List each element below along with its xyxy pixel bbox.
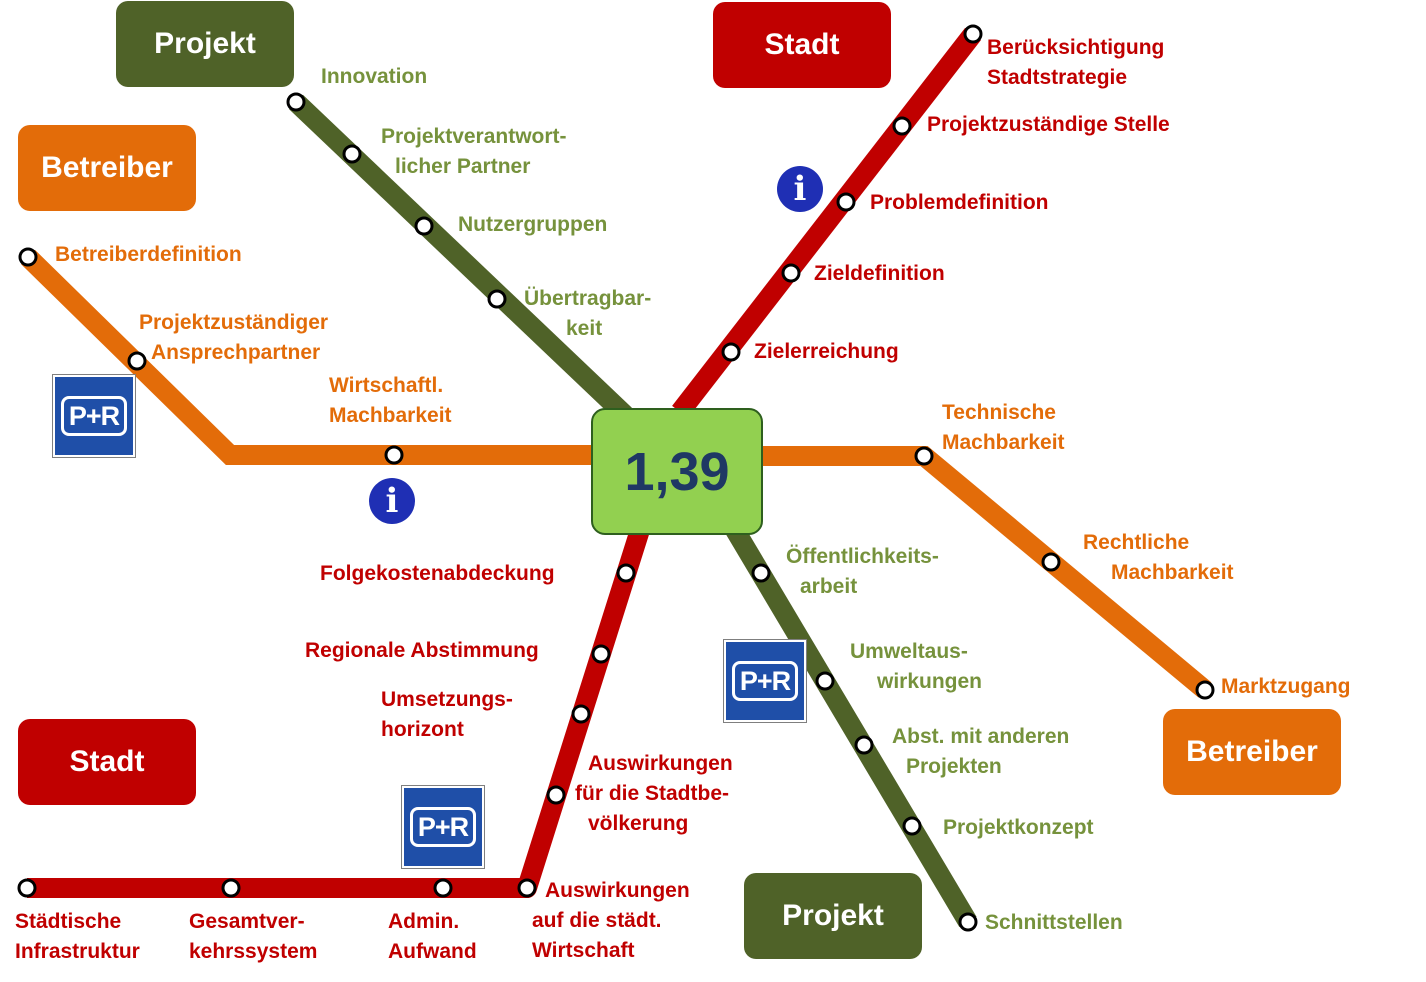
station-dot (963, 24, 983, 44)
station-label-wirtschaftl-machbarkeit: Wirtschaftl.Machbarkeit (329, 374, 452, 427)
station-label-projektkonzept: Projektkonzept (943, 816, 1094, 839)
station-dot (836, 192, 856, 212)
station-label-zielerreichung: Zielerreichung (754, 340, 899, 363)
station-label-betreiberdefinition: Betreiberdefinition (55, 243, 242, 266)
park-and-ride-icon: P+R (401, 785, 485, 869)
park-and-ride-icon: P+R (52, 374, 136, 458)
station-dot (721, 342, 741, 362)
station-dot (221, 878, 241, 898)
terminal-betreiber-right: Betreiber (1163, 709, 1341, 795)
station-label-admin-aufwand: Admin.Aufwand (388, 910, 477, 963)
terminal-stadt-top: Stadt (713, 2, 891, 88)
station-label-regionale-abstimmung: Regionale Abstimmung (305, 639, 539, 662)
station-dot (384, 445, 404, 465)
line-betreiber-left (20, 249, 595, 465)
station-dot (546, 785, 566, 805)
station-dot (751, 563, 771, 583)
station-label-marktzugang: Marktzugang (1221, 675, 1351, 698)
station-dot (815, 671, 835, 691)
station-dot (1195, 680, 1215, 700)
info-icon: i (369, 478, 415, 524)
hub-score: 1,39 (591, 408, 763, 535)
station-dot (342, 144, 362, 164)
terminal-projekt-top: Projekt (116, 1, 294, 87)
station-label-schnittstellen: Schnittstellen (985, 911, 1123, 934)
terminal-stadt-bottom: Stadt (18, 719, 196, 805)
station-dot (616, 563, 636, 583)
station-dot (414, 216, 434, 236)
station-label-projektzustaendige-stelle: Projektzuständige Stelle (927, 113, 1170, 136)
station-label-nutzergruppen: Nutzergruppen (458, 213, 608, 236)
station-label-projektverantwortlicher-partner: Projektverantwort-licher Partner (381, 125, 567, 178)
station-dot (571, 704, 591, 724)
terminal-betreiber-left: Betreiber (18, 125, 196, 211)
station-dot (286, 92, 306, 112)
park-and-ride-icon: P+R (723, 639, 807, 723)
terminal-projekt-bottom: Projekt (744, 873, 922, 959)
station-dot (892, 116, 912, 136)
station-dot (854, 735, 874, 755)
station-dot (18, 247, 38, 267)
station-label-innovation: Innovation (321, 65, 428, 88)
station-label-zieldefinition: Zieldefinition (814, 262, 945, 285)
station-label-oeffentlichkeitsarbeit: Öffentlichkeits-arbeit (786, 545, 939, 598)
station-dot (127, 351, 147, 371)
station-dot (1041, 552, 1061, 572)
station-label-folgekostenabdeckung: Folgekostenabdeckung (320, 562, 555, 585)
station-label-umweltauswirkungen: Umweltaus-wirkungen (850, 640, 983, 693)
station-label-umsetzungshorizont: Umsetzungs-horizont (381, 688, 513, 741)
station-dot (781, 263, 801, 283)
station-dot (591, 644, 611, 664)
station-dot (17, 878, 37, 898)
station-dot (958, 912, 978, 932)
station-dot (433, 878, 453, 898)
station-dots (17, 24, 1215, 932)
line-projekt-lower (726, 524, 977, 928)
station-label-gesamtverkehrssystem: Gesamtver-kehrssystem (189, 910, 318, 963)
info-icon: i (777, 166, 823, 212)
station-label-problemdefinition: Problemdefinition (870, 191, 1049, 214)
station-dot (487, 289, 507, 309)
station-label-uebertragbarkeit: Übertragbar-keit (524, 287, 652, 340)
station-dot (517, 878, 537, 898)
station-dot (914, 446, 934, 466)
station-dot (902, 816, 922, 836)
